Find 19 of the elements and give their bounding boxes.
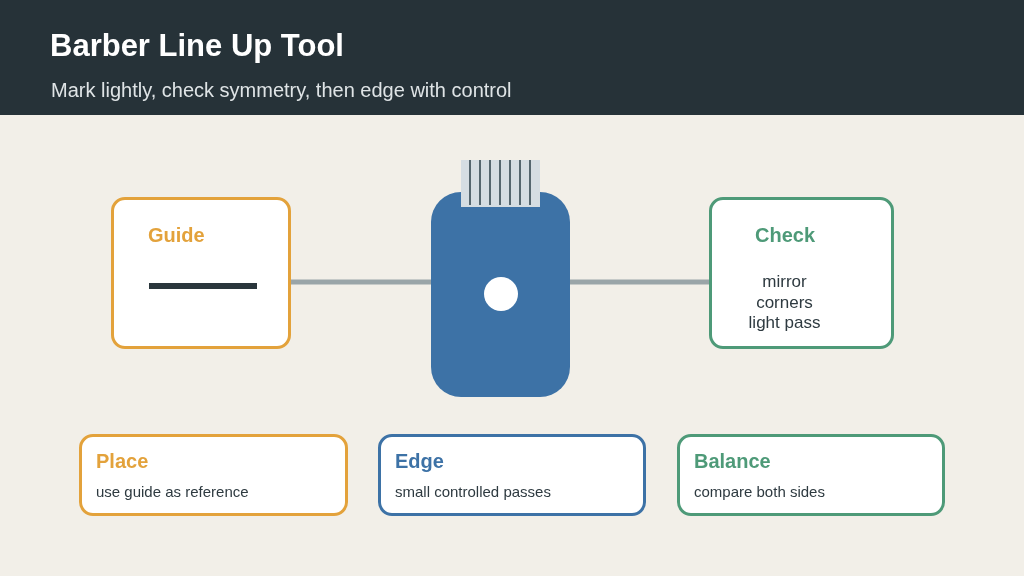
- subtitle: Mark lightly, check symmetry, then edge with control: [51, 79, 512, 102]
- heading: Edge: [395, 450, 444, 473]
- card: [378, 434, 646, 516]
- card: [709, 197, 894, 349]
- description: small controlled passes: [395, 483, 551, 500]
- description: use guide as reference: [96, 483, 249, 500]
- heading: Place: [96, 450, 149, 473]
- card: [79, 434, 348, 516]
- heading: Balance: [694, 450, 771, 473]
- title: Barber Line Up Tool: [50, 28, 344, 64]
- heading: Check: [755, 224, 816, 247]
- card: [677, 434, 945, 516]
- connector-line: [291, 279, 431, 285]
- description: mirror corners light pass: [747, 272, 822, 334]
- card: [111, 197, 291, 349]
- trimmer-drawing: [431, 160, 570, 397]
- connector-line: [570, 279, 709, 285]
- description: compare both sides: [694, 483, 825, 500]
- heading: Guide: [148, 224, 205, 247]
